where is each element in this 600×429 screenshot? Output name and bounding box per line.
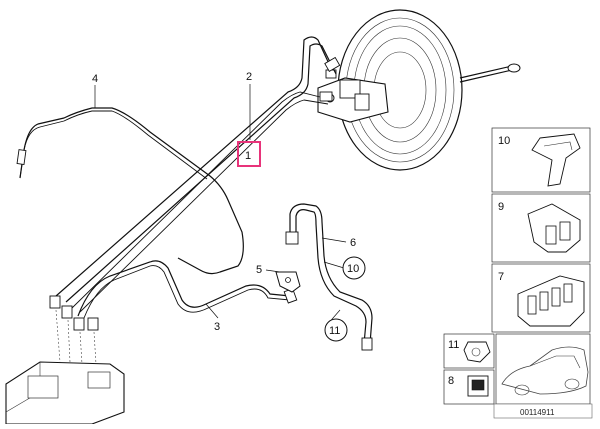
brake-pipe-1-2	[55, 36, 341, 313]
callout-4[interactable]: 4	[92, 73, 98, 85]
callout-8: 8	[448, 375, 454, 387]
callout-1-highlight-box	[237, 141, 261, 167]
callout-10-circle	[342, 256, 366, 280]
car-silhouette	[501, 346, 589, 396]
callout-2[interactable]: 2	[246, 71, 252, 83]
pipe-clip-8	[467, 375, 489, 397]
callout-7: 7	[498, 271, 504, 283]
abs-hydraulic-unit	[5, 295, 125, 425]
brake-pipe-4	[16, 107, 244, 275]
callout-10: 10	[498, 135, 510, 147]
callout-11: 11	[448, 339, 459, 351]
callout-1[interactable]: 1	[245, 150, 251, 162]
callout-6[interactable]: 6	[350, 237, 356, 249]
pipe-clip-11	[463, 341, 491, 363]
brake-hose-6	[285, 203, 373, 351]
brake-pipe-3	[77, 260, 298, 319]
callout-3[interactable]: 3	[214, 321, 220, 333]
callout-11-circled[interactable]: 11	[329, 325, 340, 337]
bracket-5	[275, 271, 301, 293]
callout-11-circle	[324, 318, 348, 342]
callout-5[interactable]: 5	[256, 264, 262, 276]
leader-lines	[94, 84, 347, 327]
brake-booster	[317, 9, 521, 171]
callout-10-circled[interactable]: 10	[347, 263, 359, 275]
callout-9: 9	[498, 201, 504, 213]
diagram-id-box	[493, 403, 593, 419]
pipe-clip-9	[527, 203, 581, 253]
pipe-clip-10	[531, 133, 581, 187]
pipe-clip-7	[517, 275, 585, 327]
diagram-id: 00114911	[520, 408, 555, 417]
